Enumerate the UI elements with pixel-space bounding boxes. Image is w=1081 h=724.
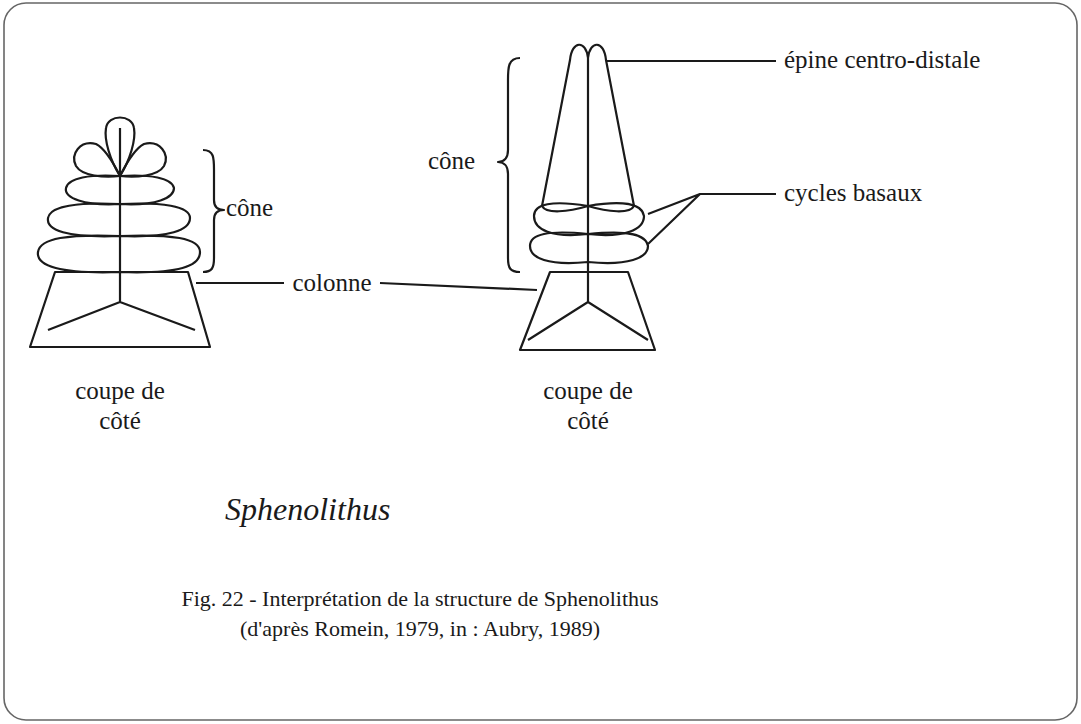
genus-name: Sphenolithus: [225, 490, 390, 528]
left-cone: [38, 118, 200, 273]
bracket: [498, 58, 520, 272]
leader-line: [606, 60, 776, 62]
section-label: coupe de côté: [543, 376, 633, 436]
part-label: colonne: [292, 268, 371, 298]
right-column: [520, 262, 655, 350]
bracket: [203, 150, 224, 272]
left-column: [30, 272, 210, 347]
frame: [4, 3, 1077, 720]
leader-line: [648, 194, 776, 244]
part-label: cône: [428, 146, 475, 176]
part-label: épine centro-distale: [784, 45, 980, 75]
figure-caption: Fig. 22 - Interprétation de la structure…: [150, 584, 690, 643]
part-label: cycles basaux: [784, 178, 922, 208]
part-label: cône: [226, 193, 273, 223]
centro-distal-spine: [542, 45, 634, 262]
section-label: coupe de côté: [75, 376, 165, 436]
